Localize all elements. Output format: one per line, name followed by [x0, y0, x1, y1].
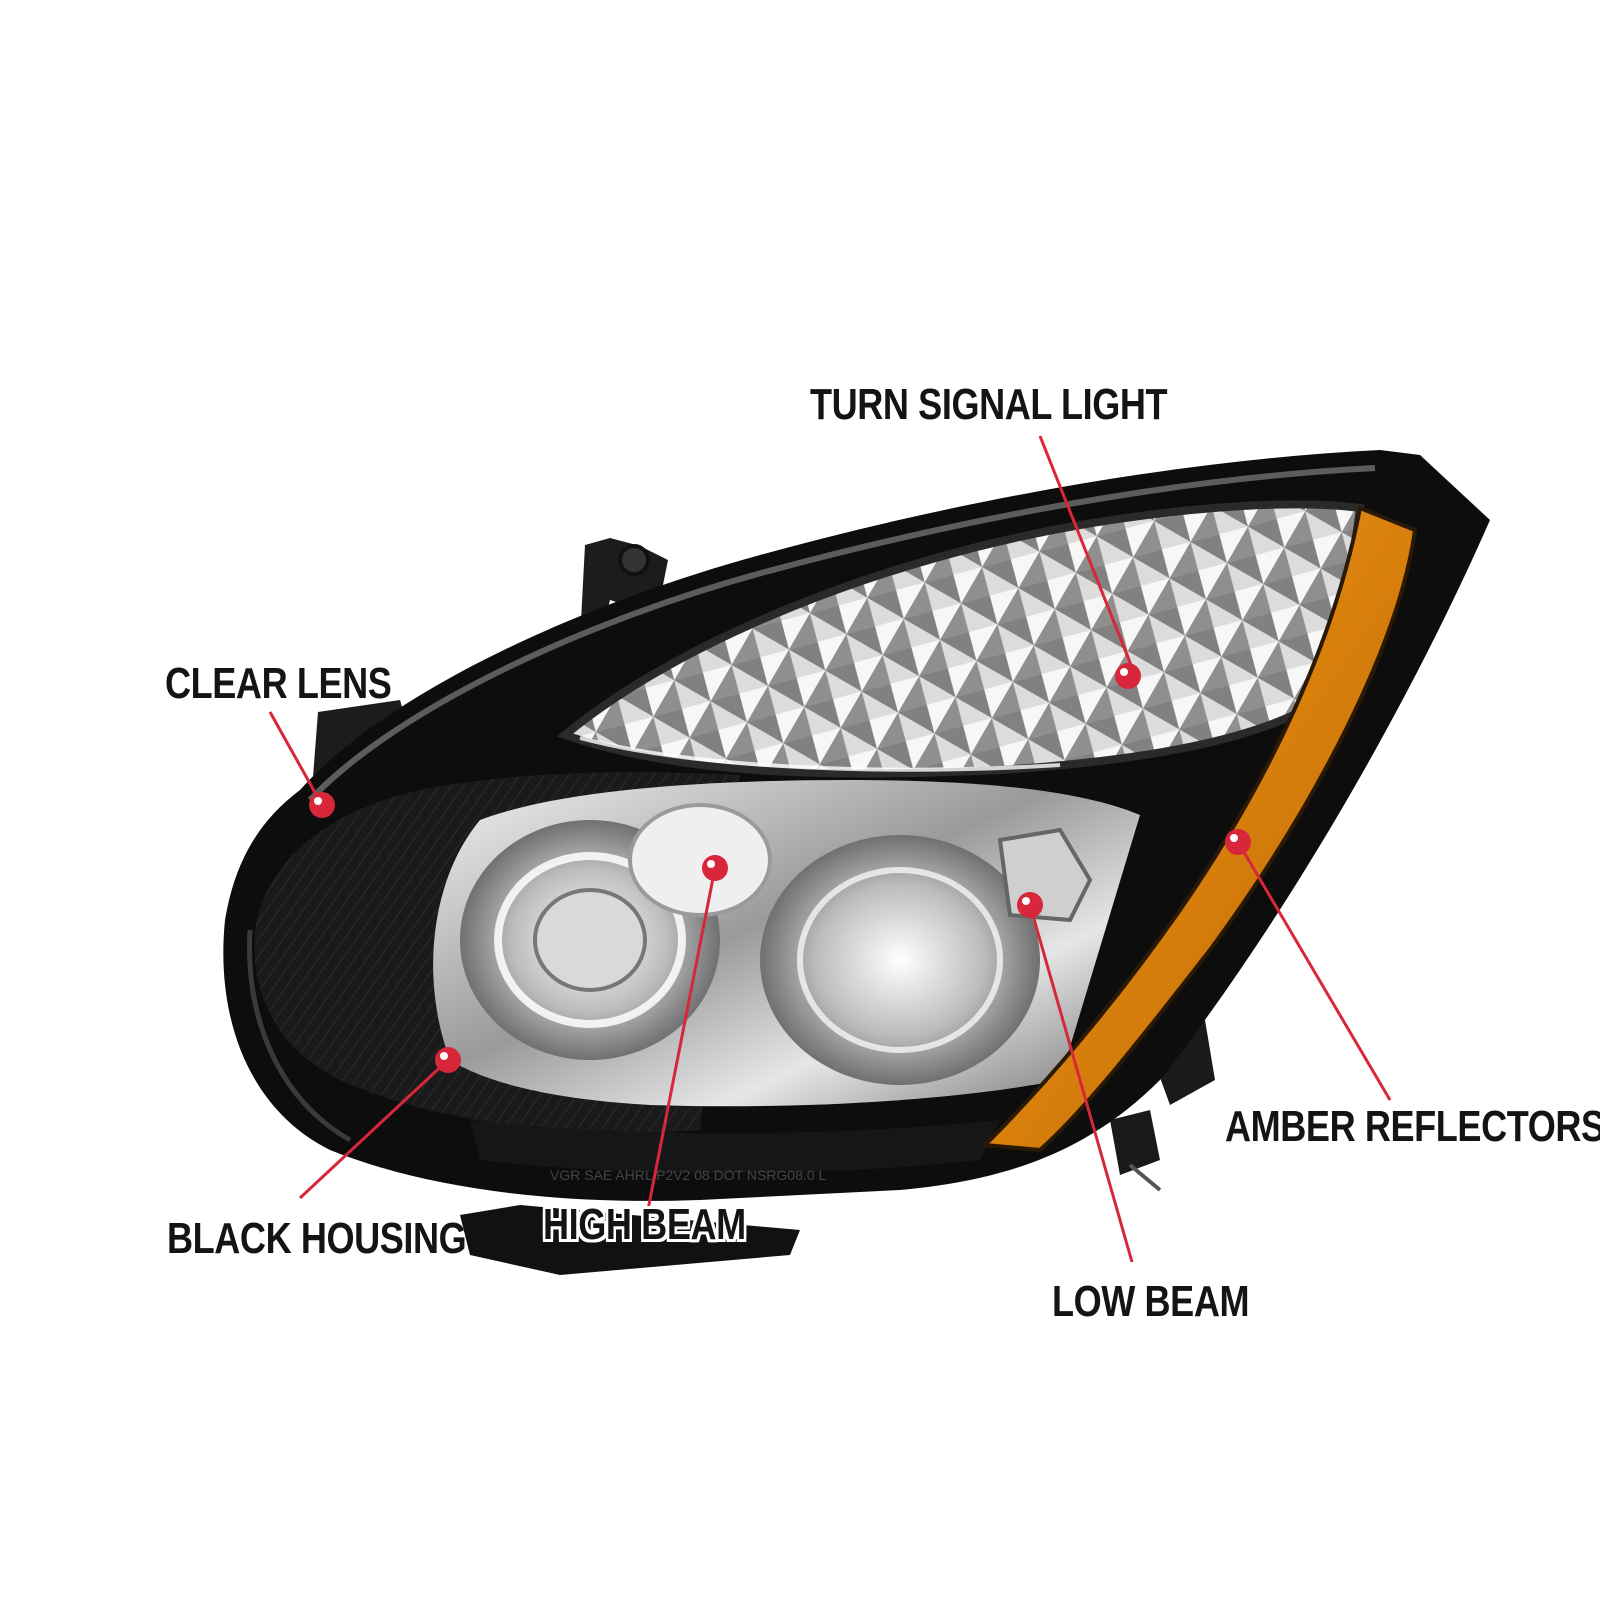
clear-lens-label: CLEAR LENS — [165, 659, 392, 708]
high-beam-dot — [702, 855, 728, 881]
amber-reflectors-label: AMBER REFLECTORS — [1225, 1102, 1600, 1151]
amber-reflector-strip — [980, 505, 1418, 1153]
black-housing-leader — [298, 1058, 450, 1200]
high-beam-leader — [643, 867, 717, 1226]
low-beam-leader — [1028, 904, 1134, 1263]
low-beam-label: LOW BEAM — [1052, 1277, 1250, 1326]
high-beam-label: HIGH BEAM — [543, 1200, 746, 1249]
lower-mounting-tab — [460, 1205, 800, 1275]
high-beam-projector — [460, 803, 772, 1060]
callout-leaders — [268, 435, 1392, 1263]
clear-lens-leader — [268, 711, 324, 806]
clear-lens-dot — [309, 792, 335, 818]
black-housing-dot — [435, 1047, 461, 1073]
amber-reflectors-dot — [1225, 829, 1251, 855]
clear-lens-rim — [307, 465, 1376, 803]
black-housing-label: BLACK HOUSING — [167, 1214, 467, 1263]
amber-reflectors-leader — [1236, 841, 1392, 1101]
turn-signal-leader — [1038, 435, 1137, 676]
low-beam-dot — [1017, 892, 1043, 918]
lower-trim — [470, 1120, 1000, 1174]
lens-dot-marking: VGR SAE AHRL P2V2 08 DOT NSRG08.0 L — [550, 1167, 826, 1183]
turn-signal-light-label: TURN SIGNAL LIGHT — [810, 380, 1168, 429]
low-beam-reflector — [760, 827, 1093, 1085]
turn-signal-dot — [1115, 663, 1141, 689]
